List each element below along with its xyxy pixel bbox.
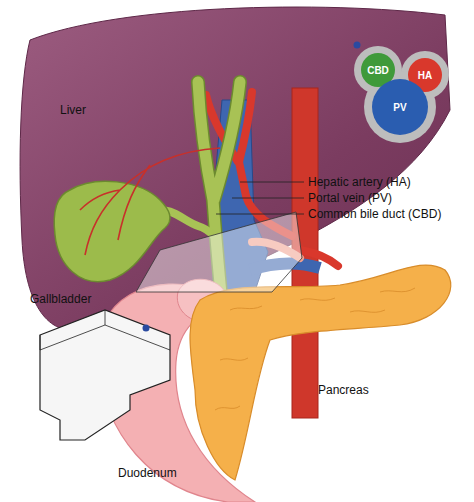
organ-label: Gallbladder <box>30 292 91 306</box>
pancreas-shape <box>190 265 451 480</box>
ultrasound-probe <box>40 310 170 440</box>
orientation-dot <box>354 42 361 49</box>
arterial-branch <box>300 250 338 266</box>
organ-label: Duodenum <box>118 466 177 480</box>
organ-label: Pancreas <box>318 383 369 397</box>
node-label: CBD <box>367 65 389 76</box>
structure-label: Portal vein (PV) <box>308 191 392 205</box>
probe-edge <box>40 310 170 350</box>
leader-line <box>232 198 304 199</box>
pancreas-texture <box>215 288 415 410</box>
structure-label: Common bile duct (CBD) <box>308 207 441 221</box>
structure-label: Hepatic artery (HA) <box>308 175 411 189</box>
organ-label: Liver <box>60 103 86 117</box>
node-label: PV <box>393 102 406 113</box>
node-label: HA <box>418 70 432 81</box>
leader-line <box>240 182 304 183</box>
leader-line <box>216 214 304 215</box>
orientation-dot <box>143 325 150 332</box>
scan-plane <box>136 212 302 292</box>
vein-circle: PV <box>372 79 428 135</box>
